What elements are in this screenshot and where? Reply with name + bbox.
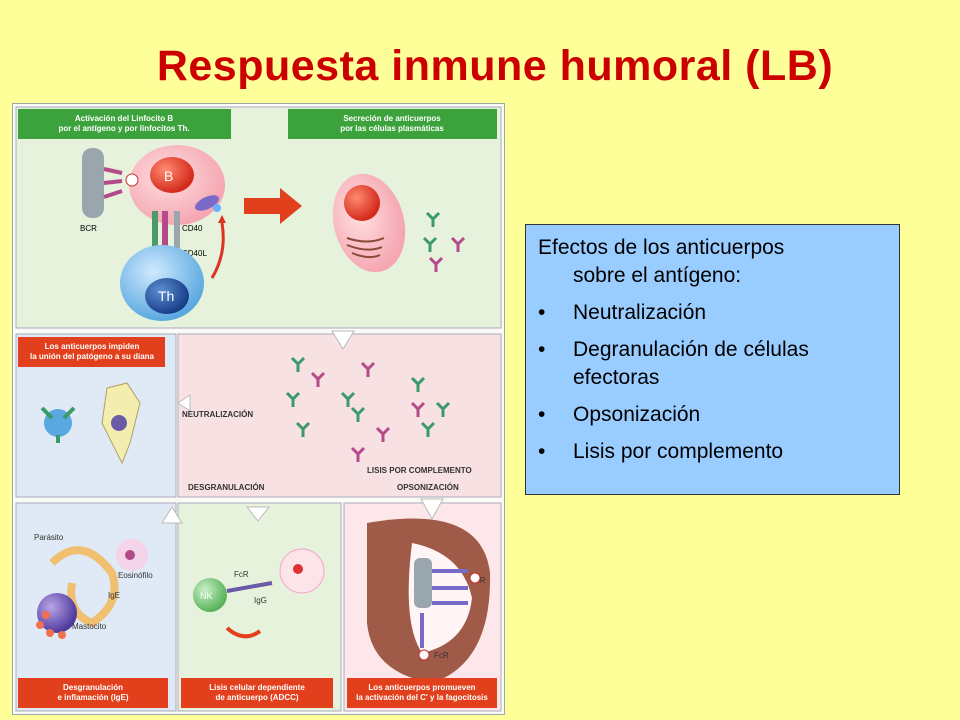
neutralizacion-label: NEUTRALIZACIÓN [182, 410, 253, 419]
effects-list-item: • Lisis por complemento [538, 438, 889, 466]
igg-label: IgG [254, 596, 267, 605]
cd40l-label: CD40L [182, 249, 207, 258]
header-line: Los anticuerpos promueven [368, 683, 475, 692]
bullet-icon: • [538, 440, 546, 463]
opsonizacion-label: OPSONIZACIÓN [397, 483, 459, 492]
bullet-icon: • [538, 338, 546, 361]
header-line: Secreción de anticuerpos [343, 114, 441, 123]
mastocito-label: Mastocito [72, 622, 107, 631]
header-line: e inflamación (IgE) [57, 693, 128, 702]
effects-item-text: Degranulación de células efectoras [573, 338, 809, 389]
header-line: la activación del C' y la fagocitosis [356, 693, 488, 702]
header-line: Lisis celular dependiente [209, 683, 305, 692]
middle-right-panel: NEUTRALIZACIÓN LISIS POR COMPLEMENTO DES… [177, 333, 502, 498]
effects-intro-line1: Efectos de los anticuerpos [538, 236, 785, 259]
fcr-label-right: FcR [434, 651, 449, 660]
nk-label: NK [200, 591, 213, 601]
fcr-label-mid: FcR [234, 570, 249, 579]
header-line: la unión del patógeno a su diana [30, 352, 155, 361]
effects-item-text: Neutralización [573, 301, 707, 324]
effects-list: • Neutralización • Degranulación de célula… [538, 299, 889, 466]
lisis-complemento-label: LISIS POR COMPLEMENTO [367, 466, 472, 475]
humoral-response-figure: B BCR CD40 CD40L Th [12, 103, 505, 715]
th-cell-label: Th [158, 288, 174, 304]
header-line: Los anticuerpos impiden [45, 342, 140, 351]
ige-label: IgE [108, 591, 120, 600]
header-line: Activación del Linfocito B [75, 114, 173, 123]
header-line: por el antígeno y por linfocitos Th. [58, 124, 189, 133]
parasito-label: Parásito [34, 533, 64, 542]
header-line: por las células plasmáticas [340, 124, 444, 133]
effects-intro-line2: sobre el antígeno: [573, 264, 742, 287]
eosinofilo-label: Eosinófilo [118, 571, 153, 580]
effects-item-text: Opsonización [573, 403, 701, 426]
header-line: Desgranulación [63, 683, 123, 692]
slide-title: Respuesta inmune humoral (LB) [156, 42, 834, 90]
cd40-label: CD40 [182, 224, 203, 233]
desgranulacion-label: DESGRANULACIÓN [188, 483, 265, 492]
effects-item-text: Lisis por complemento [573, 440, 784, 463]
bottom-right-panel: CR FcR [343, 502, 502, 712]
bcr-label: BCR [80, 224, 97, 233]
effects-list-item: • Neutralización [538, 299, 889, 327]
effects-list-item: • Degranulación de células efectoras [538, 336, 889, 392]
bullet-icon: • [538, 301, 546, 324]
header-line: de anticuerpo (ADCC) [215, 693, 298, 702]
bottom-left-panel: Parásito Eosinófilo IgE Mastocito [15, 502, 177, 712]
b-cell-label: B [164, 168, 173, 184]
middle-left-panel [15, 333, 177, 498]
top-panel: B BCR CD40 CD40L Th [15, 106, 502, 329]
bullet-icon: • [538, 403, 546, 426]
bottom-mid-panel: NK FcR IgG [177, 502, 342, 712]
effects-intro: Efectos de los anticuerpos sobre el antí… [538, 234, 889, 290]
effects-box: Efectos de los anticuerpos sobre el antí… [525, 224, 900, 495]
effects-list-item: • Opsonización [538, 401, 889, 429]
